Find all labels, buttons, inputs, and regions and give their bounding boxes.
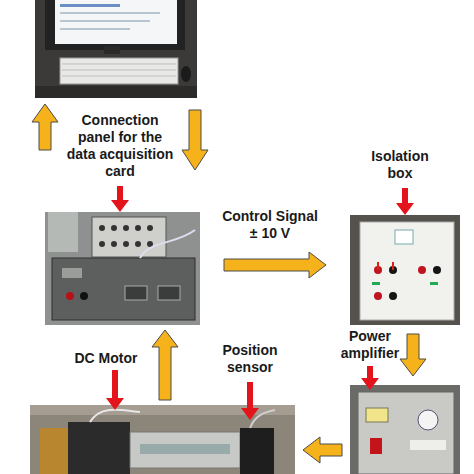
flow-arrow: [32, 104, 58, 150]
isolation-box-photo: [350, 215, 460, 325]
part-label: DC Motor: [66, 350, 146, 367]
part-label: Power amplifier: [330, 328, 410, 362]
power-amplifier-photo: [350, 385, 460, 474]
computer-photo: [35, 0, 197, 98]
part-label: Isolation box: [365, 148, 435, 182]
part-label: Connection panel for the data acquisitio…: [63, 112, 177, 180]
photo-node: Isolation box: [350, 215, 460, 325]
photo-node: Power amplifier: [350, 385, 460, 474]
callout-arrows: [106, 186, 414, 420]
flow-arrow: [303, 437, 342, 463]
flow-arrow: [152, 330, 178, 400]
flow-arrow: [400, 334, 426, 376]
connection-panel-photo: [45, 212, 200, 325]
photo-node: Connection panel for the data acquisitio…: [45, 212, 200, 325]
photo-node: DC MotorPosition sensor: [30, 405, 295, 474]
part-label: Position sensor: [212, 342, 288, 376]
motor-photo: [30, 405, 295, 474]
flow-arrow: [224, 252, 326, 278]
flow-arrow: [182, 110, 208, 170]
signal-label: Control Signal ± 10 V: [222, 208, 318, 242]
